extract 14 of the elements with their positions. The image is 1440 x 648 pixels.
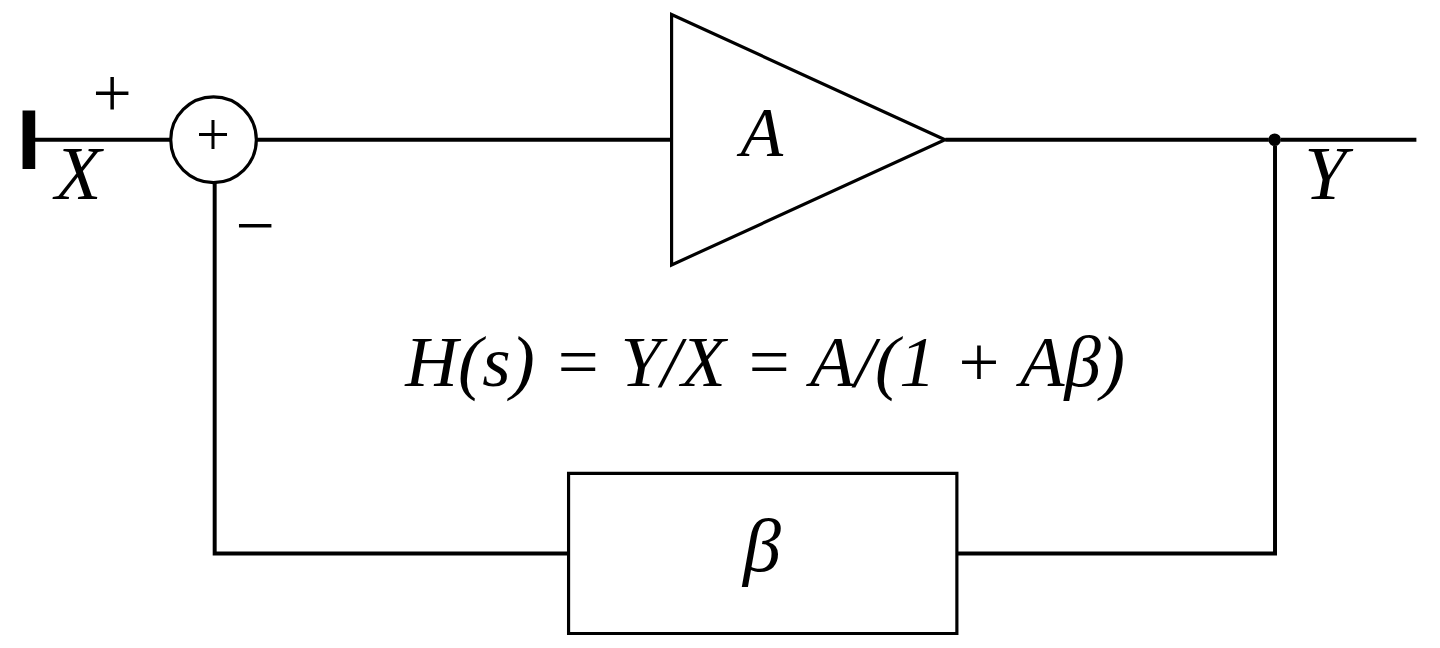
node-circle xyxy=(1267,133,1281,147)
node-label: + xyxy=(91,54,132,132)
node-bar xyxy=(22,110,35,170)
connector xyxy=(212,182,568,556)
node-box: β xyxy=(566,471,958,636)
node-circle: + xyxy=(168,95,258,185)
node-label: − xyxy=(235,186,275,264)
connector xyxy=(1280,137,1416,142)
connector xyxy=(34,137,171,142)
connector xyxy=(256,137,671,142)
edge-label: X xyxy=(54,131,102,216)
connector xyxy=(944,137,1269,142)
connector xyxy=(957,146,1277,556)
label: H(s) = Y/X = A/(1 + Aβ) xyxy=(404,320,1125,402)
